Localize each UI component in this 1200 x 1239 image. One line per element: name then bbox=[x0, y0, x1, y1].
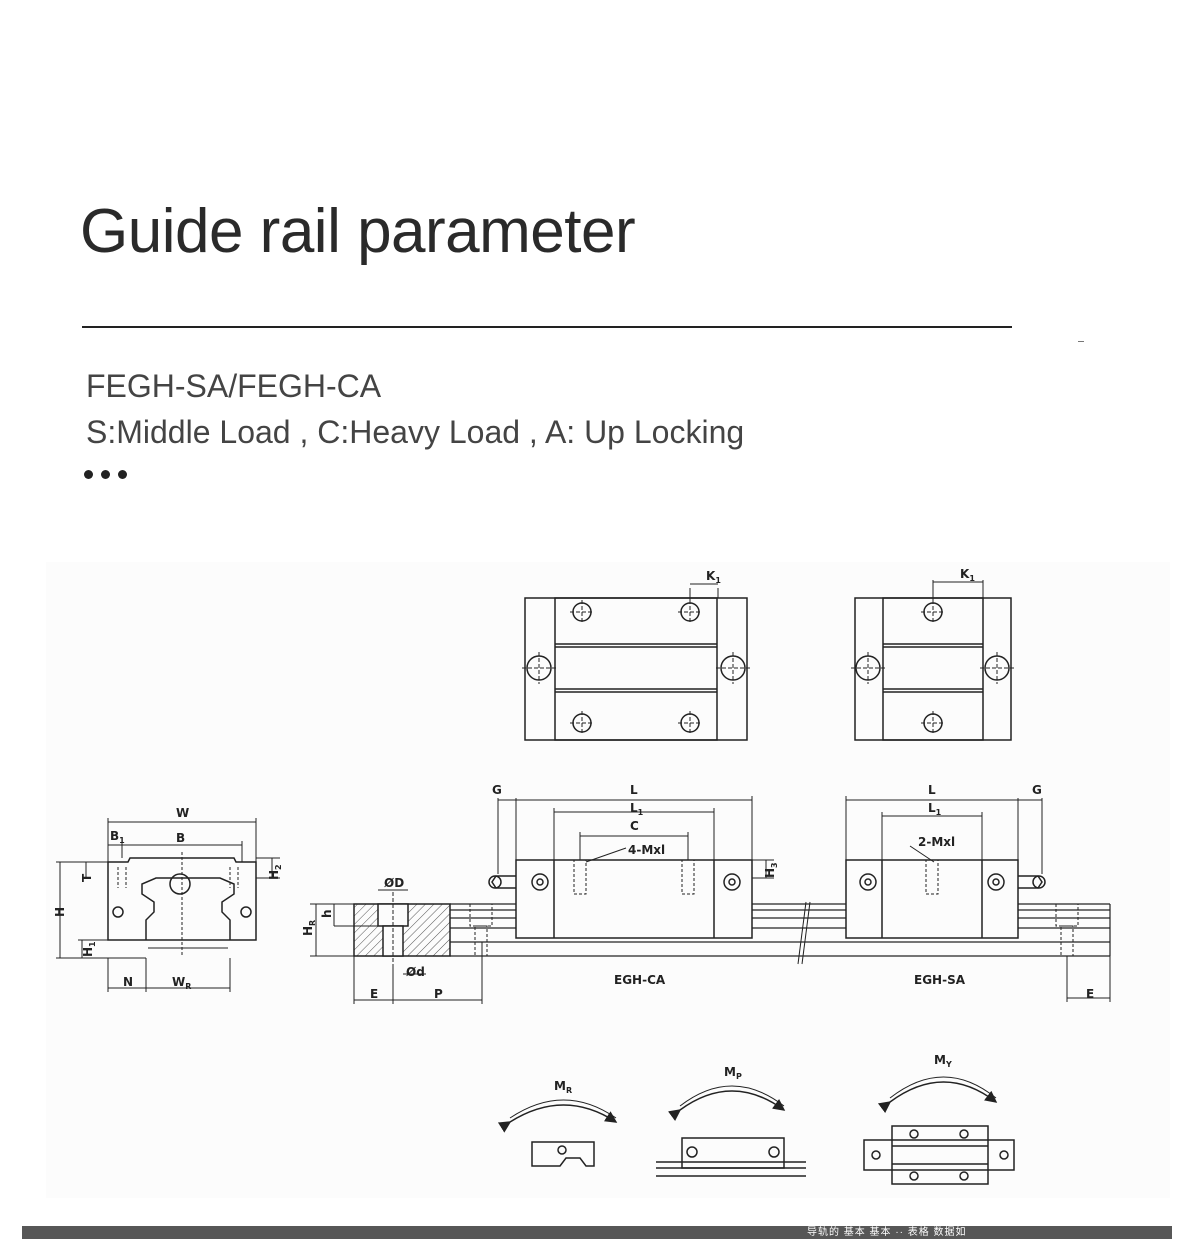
label-e-left: E bbox=[370, 987, 378, 1001]
label-2-mxl: 2-Mxl bbox=[918, 835, 955, 849]
model-name: FEGH-SA/FEGH-CA bbox=[86, 368, 382, 404]
moment-pitch bbox=[656, 1085, 806, 1177]
rail-section bbox=[310, 889, 483, 1004]
label-g-right: G bbox=[1032, 783, 1042, 797]
drawing-panel: K1 K1 W B1 B T H H1 H2 N WR bbox=[46, 562, 1170, 1198]
label-mr: MR bbox=[554, 1079, 572, 1095]
label-k1-ca: K1 bbox=[706, 569, 721, 585]
label-w: W bbox=[176, 806, 189, 820]
moment-roll bbox=[497, 1099, 618, 1167]
label-phi-d-small: Ød bbox=[406, 965, 425, 979]
label-h-small: h bbox=[320, 909, 334, 918]
label-mp: MP bbox=[724, 1065, 742, 1081]
label-l1-ca: L1 bbox=[630, 801, 644, 817]
label-egh-ca: EGH-CA bbox=[614, 973, 666, 987]
label-hr: HR bbox=[301, 920, 317, 936]
moment-yaw bbox=[863, 1076, 1015, 1185]
footer-bar: 导轨的 基本 基本 ·· 表格 数据如 bbox=[22, 1226, 1172, 1239]
label-phi-d-large: ØD bbox=[384, 876, 404, 890]
label-h3: H3 bbox=[763, 862, 779, 878]
label-wr: WR bbox=[172, 975, 191, 991]
model-description: S:Middle Load , C:Heavy Load , A: Up Loc… bbox=[86, 414, 745, 450]
page-title: Guide rail parameter bbox=[80, 197, 636, 266]
label-my: MY bbox=[934, 1053, 952, 1069]
more-dots-icon bbox=[84, 470, 127, 479]
label-b: B bbox=[176, 831, 185, 845]
label-h2: H2 bbox=[267, 864, 283, 880]
label-4-mxl: 4-Mxl bbox=[628, 843, 665, 857]
label-t: T bbox=[80, 873, 94, 882]
technical-drawing: K1 K1 W B1 B T H H1 H2 N WR bbox=[53, 567, 1111, 1185]
decorative-tick bbox=[1078, 341, 1084, 342]
label-c: C bbox=[630, 819, 639, 833]
top-view-ca bbox=[522, 583, 750, 741]
label-egh-sa: EGH-SA bbox=[914, 973, 966, 987]
top-view-sa bbox=[851, 580, 1014, 741]
label-g-left: G bbox=[492, 783, 502, 797]
label-l-sa: L bbox=[928, 783, 936, 797]
footer-text: 导轨的 基本 基本 ·· 表格 数据如 bbox=[807, 1227, 967, 1238]
label-b1: B1 bbox=[110, 829, 125, 845]
label-p: P bbox=[434, 987, 443, 1001]
block-sa-side bbox=[845, 796, 1046, 939]
title-divider bbox=[82, 326, 1012, 328]
cross-section bbox=[56, 818, 280, 992]
label-e-right: E bbox=[1086, 987, 1094, 1001]
label-h1: H1 bbox=[81, 941, 97, 957]
label-l-ca: L bbox=[630, 783, 638, 797]
label-l1-sa: L1 bbox=[928, 801, 942, 817]
label-k1-sa: K1 bbox=[960, 567, 975, 583]
label-n: N bbox=[123, 975, 133, 989]
block-ca-side bbox=[488, 796, 774, 939]
label-h: H bbox=[53, 907, 67, 917]
